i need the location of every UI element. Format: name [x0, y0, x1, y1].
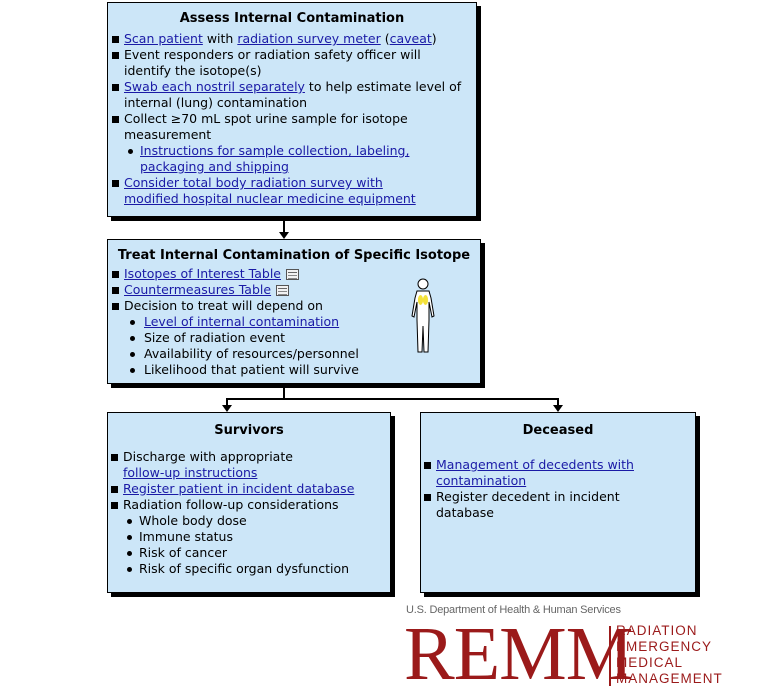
survivors-sub-immune: Immune status [109, 529, 386, 545]
treat-sub-size: Size of radiation event [110, 330, 474, 346]
body-lungs-icon [411, 278, 435, 353]
table-icon[interactable] [276, 285, 290, 296]
scan-patient-link[interactable]: Scan patient [124, 31, 203, 46]
assess-title: Assess Internal Contamination [179, 11, 405, 26]
assess-bullet-urine: Collect ≥70 mL spot urine sample for iso… [110, 111, 470, 143]
deceased-box: Deceased Management of decedents with co… [420, 412, 696, 593]
assess-box: Assess Internal Contamination Scan patie… [107, 2, 477, 217]
remm-wordmark: REMM [404, 612, 633, 696]
sample-instructions-link[interactable]: Instructions for sample collection, labe… [140, 143, 410, 174]
swab-nostril-link[interactable]: Swab each nostril separately [124, 79, 305, 94]
connector-to-survivors [226, 398, 228, 406]
assess-sub-instructions: Instructions for sample collection, labe… [110, 143, 470, 175]
treat-bullet-decision: Decision to treat will depend on [110, 298, 474, 314]
countermeasures-table-link[interactable]: Countermeasures Table [124, 282, 272, 297]
isotopes-table-link[interactable]: Isotopes of Interest Table [124, 266, 281, 281]
deceased-bullet-management: Management of decedents with contaminati… [422, 457, 655, 489]
logo-divider [609, 626, 611, 686]
register-patient-link[interactable]: Register patient in incident database [123, 481, 355, 496]
follow-up-instructions-link[interactable]: follow-up instructions [123, 465, 258, 480]
assess-bullet-identify: Event responders or radiation safety off… [110, 47, 470, 79]
connector-treat-branch [283, 386, 285, 399]
connector-assess-treat [283, 219, 285, 233]
assess-bullet-scan: Scan patient with radiation survey meter… [110, 31, 470, 47]
arrow-down-icon [553, 405, 563, 412]
treat-bullet-isotopes: Isotopes of Interest Table [110, 266, 474, 282]
deceased-title: Deceased [522, 423, 594, 438]
arrow-down-icon [222, 405, 232, 412]
deceased-bullet-register: Register decedent in incident database [422, 489, 655, 521]
survivors-bullet-followup: Radiation follow-up considerations [109, 497, 386, 513]
survivors-sub-dose: Whole body dose [109, 513, 386, 529]
connector-to-deceased [557, 398, 559, 406]
table-icon[interactable] [286, 269, 299, 280]
level-contamination-link[interactable]: Level of internal contamination [144, 314, 340, 329]
total-body-survey-link[interactable]: Consider total body radiation survey wit… [124, 175, 416, 206]
treat-title: Treat Internal Contamination of Specific… [117, 248, 471, 263]
treat-bullet-countermeasures: Countermeasures Table [110, 282, 474, 298]
treat-sub-survive: Likelihood that patient will survive [110, 362, 474, 378]
assess-bullet-survey: Consider total body radiation survey wit… [110, 175, 470, 207]
survivors-sub-organ: Risk of specific organ dysfunction [109, 561, 386, 577]
connector-branch-horizontal [226, 398, 559, 400]
treat-sub-resources: Availability of resources/personnel [110, 346, 474, 362]
management-decedents-link[interactable]: Management of decedents with contaminati… [436, 457, 634, 488]
survivors-title: Survivors [214, 423, 284, 438]
treat-sub-level: Level of internal contamination [110, 314, 474, 330]
survivors-bullet-register: Register patient in incident database [109, 481, 386, 497]
hhs-label: U.S. Department of Health & Human Servic… [406, 604, 621, 616]
treat-box: Treat Internal Contamination of Specific… [107, 239, 481, 384]
assess-bullet-swab: Swab each nostril separately to help est… [110, 79, 470, 111]
arrow-down-icon [279, 232, 289, 239]
caveat-link[interactable]: caveat [389, 31, 432, 46]
survivors-sub-cancer: Risk of cancer [109, 545, 386, 561]
radiation-survey-meter-link[interactable]: radiation survey meter [237, 31, 381, 46]
remm-full-name: RADIATION EMERGENCY MEDICAL MANAGEMENT [616, 623, 723, 686]
